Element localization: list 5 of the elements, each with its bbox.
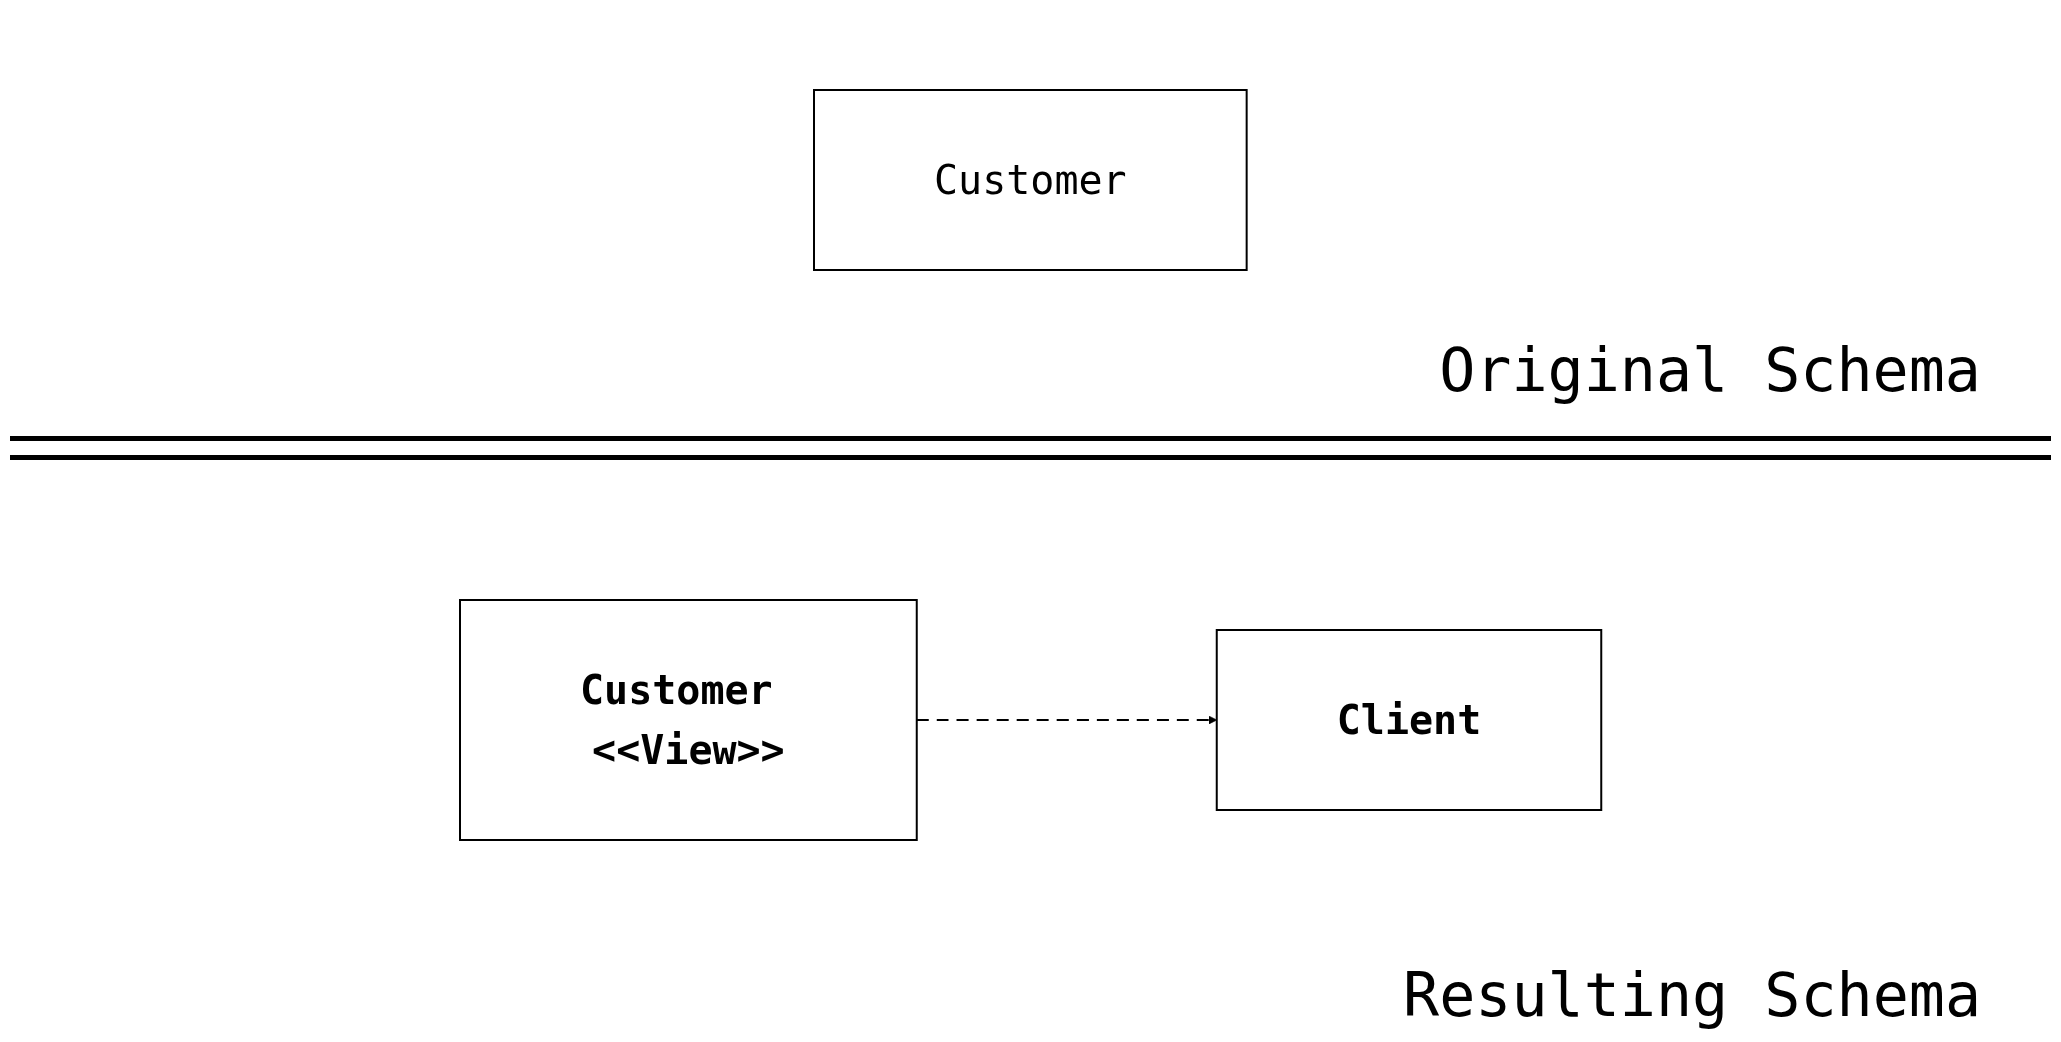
- node-box: Customer <<View>>: [458, 599, 918, 841]
- schema-caption: Original Schema: [1439, 335, 1981, 405]
- schema-caption: Resulting Schema: [1403, 960, 1981, 1030]
- node-box: Client: [1215, 629, 1603, 811]
- node-box: Customer: [813, 89, 1248, 271]
